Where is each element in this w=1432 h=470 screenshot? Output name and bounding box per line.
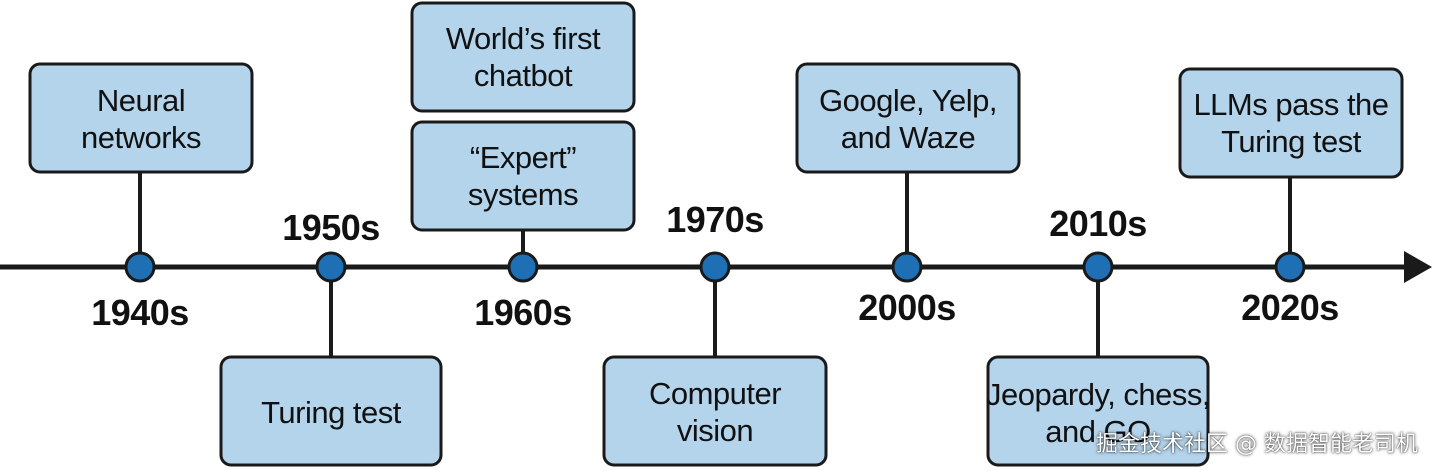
- year-label-2020s: 2020s: [1241, 287, 1339, 328]
- event-text-1970s-line1: Computer: [649, 376, 781, 411]
- event-text-1960s-expert-line2: systems: [468, 177, 578, 212]
- watermark: 掘金技术社区 @ 数据智能老司机: [1096, 432, 1418, 457]
- event-text-2020s-line2: Turing test: [1221, 124, 1362, 159]
- timeline-node-1940s: [124, 251, 156, 283]
- event-text-1960s-chatbot-line1: World’s first: [446, 21, 601, 56]
- timeline-node-2010s: [1082, 251, 1114, 283]
- timeline-node-1960s: [507, 251, 539, 283]
- event-1960s: World’s first chatbot “Expert” systems 1…: [410, 1, 636, 333]
- event-1950s: Turing test 1950s: [219, 207, 443, 467]
- event-text-1960s-expert-line1: “Expert”: [470, 140, 576, 175]
- event-1970s: Computer vision 1970s: [602, 199, 828, 467]
- event-box-1940s: Neural networks: [28, 62, 254, 174]
- event-box-1960s-chatbot: World’s first chatbot: [410, 1, 636, 113]
- event-2000s: Google, Yelp, and Waze 2000s: [795, 62, 1021, 328]
- event-text-2010s-line2: and GO: [1045, 414, 1151, 449]
- event-text-2020s-line1: LLMs pass the: [1193, 87, 1388, 122]
- timeline-node-1970s: [699, 251, 731, 283]
- event-text-1950s-line1: Turing test: [261, 395, 402, 430]
- event-box-2010s: Jeopardy, chess, and GO: [986, 355, 1211, 467]
- event-text-1940s-line2: networks: [81, 120, 201, 155]
- event-text-2010s-line1: Jeopardy, chess,: [986, 377, 1210, 412]
- event-text-2000s-line2: and Waze: [841, 120, 975, 155]
- timeline-node-2000s: [891, 251, 923, 283]
- event-2020s: LLMs pass the Turing test 2020s: [1178, 67, 1404, 328]
- event-box-1960s-expert-systems: “Expert” systems: [410, 120, 636, 232]
- year-label-1950s: 1950s: [282, 207, 380, 248]
- event-text-1940s-line1: Neural: [97, 83, 185, 118]
- timeline-arrowhead: [1404, 251, 1432, 283]
- year-label-2000s: 2000s: [858, 287, 956, 328]
- event-2010s: Jeopardy, chess, and GO 2010s: [986, 203, 1211, 467]
- event-text-1970s-line2: vision: [677, 413, 753, 448]
- year-label-1970s: 1970s: [666, 199, 764, 240]
- event-box-2000s: Google, Yelp, and Waze: [795, 62, 1021, 174]
- event-box-2020s: LLMs pass the Turing test: [1178, 67, 1404, 179]
- timeline-node-1950s: [315, 251, 347, 283]
- event-box-1970s: Computer vision: [602, 355, 828, 467]
- event-box-1950s: Turing test: [219, 355, 443, 467]
- timeline-node-2020s: [1274, 251, 1306, 283]
- year-label-1960s: 1960s: [474, 292, 572, 333]
- event-1940s: Neural networks 1940s: [28, 62, 254, 333]
- event-text-2000s-line1: Google, Yelp,: [819, 83, 997, 118]
- year-label-2010s: 2010s: [1049, 203, 1147, 244]
- event-text-1960s-chatbot-line2: chatbot: [474, 58, 573, 93]
- year-label-1940s: 1940s: [91, 292, 189, 333]
